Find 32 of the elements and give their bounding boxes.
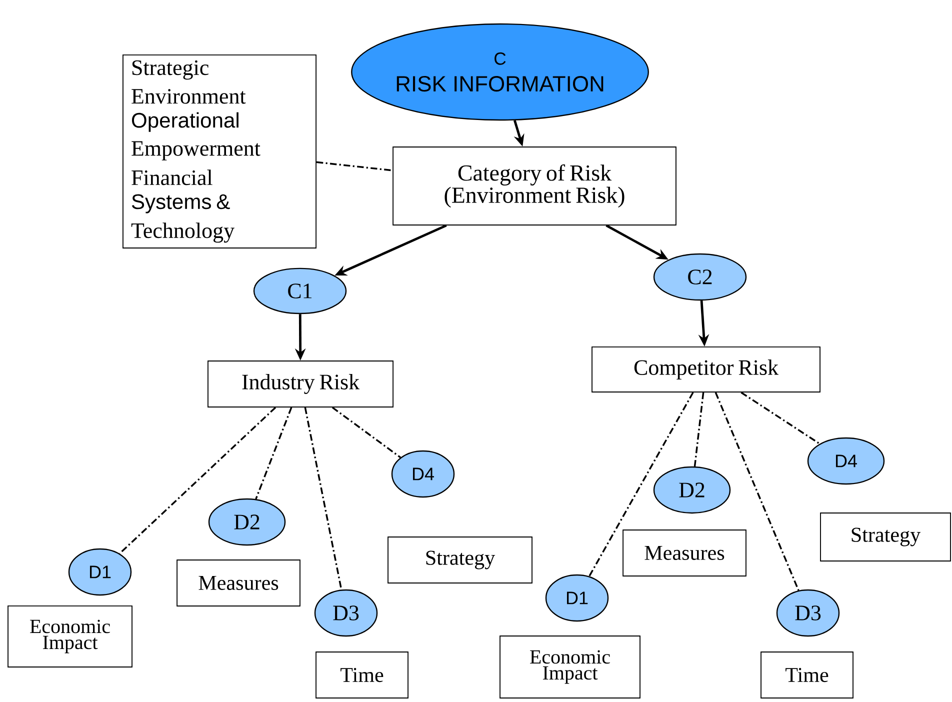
dash-dot-line <box>740 392 820 444</box>
text-box: Measures <box>622 530 746 576</box>
dash-dot-line <box>304 407 342 590</box>
text-box: Strategy <box>820 512 951 562</box>
dash-dot-line <box>255 407 292 500</box>
text-box: Strategy <box>388 536 532 584</box>
oval: D4 <box>807 437 885 485</box>
oval: D1 <box>545 574 609 622</box>
dash-dot-line <box>332 406 401 458</box>
text-box: Economic Impact <box>8 606 132 668</box>
oval: D3 <box>314 589 378 637</box>
text-box: Industry Risk <box>208 360 394 408</box>
text-box: Measures <box>176 560 300 606</box>
oval: D3 <box>776 589 840 637</box>
oval: D2 <box>653 466 731 514</box>
oval: D4 <box>391 450 455 498</box>
dash-dot-line <box>588 392 694 577</box>
oval: C2 <box>653 253 747 301</box>
text-box: Competitor Risk <box>592 346 820 392</box>
oval: D2 <box>208 498 286 546</box>
text-box: Strategic Environment Operational Empowerment Financial Systems & Technology <box>122 54 316 248</box>
dash-dot-line <box>119 406 276 554</box>
dash-dot-line <box>694 392 704 467</box>
dash-dot-line <box>316 161 393 172</box>
oval: D1 <box>68 548 132 596</box>
text-box: Economic Impact <box>500 636 640 698</box>
oval: C1 <box>253 268 347 314</box>
dash-dot-line <box>714 392 800 591</box>
text-box: Category of Risk (Environment Risk) <box>392 146 676 226</box>
text-box: Time <box>316 652 408 698</box>
text-box: Time <box>760 652 854 698</box>
oval: C RISK INFORMATION <box>351 23 649 121</box>
